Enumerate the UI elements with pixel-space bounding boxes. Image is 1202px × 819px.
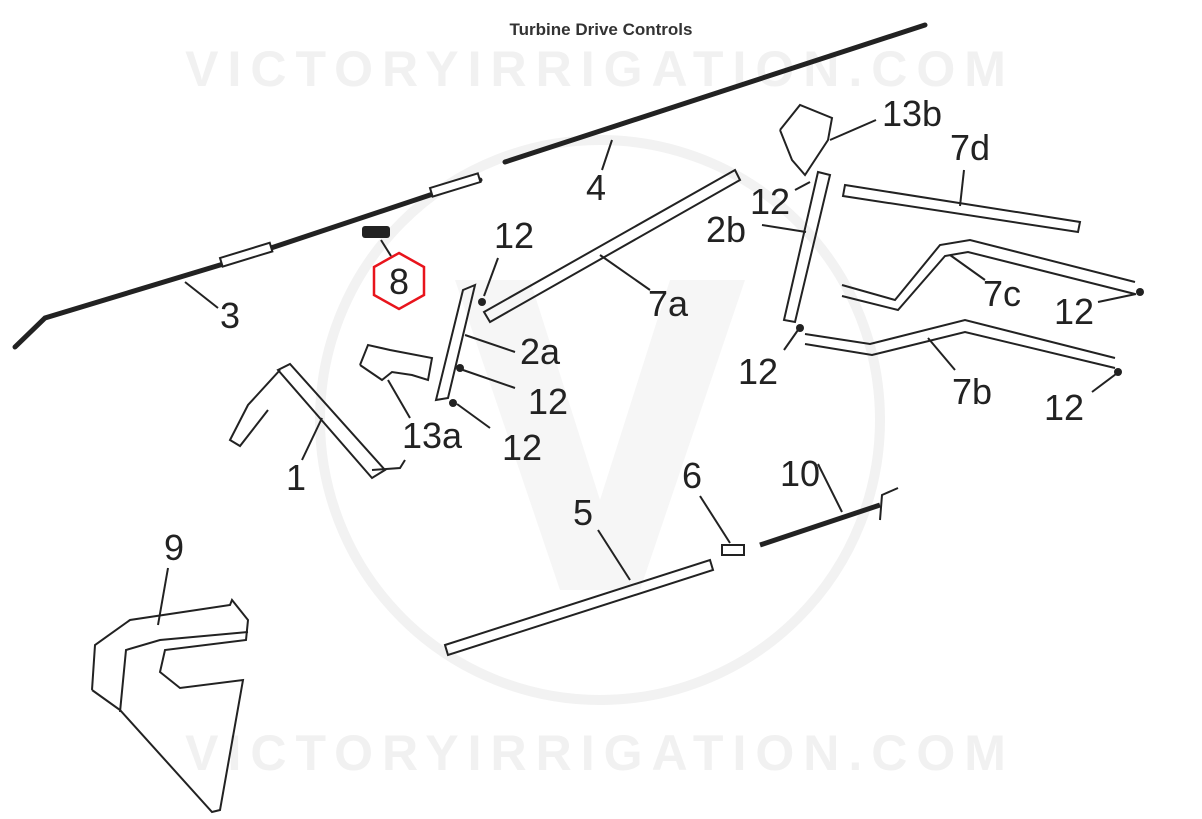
label-3[interactable]: 3	[220, 295, 240, 336]
part-13a-bracket[interactable]	[359, 343, 434, 382]
highlight-hexagon	[372, 251, 426, 311]
part-7c-rod[interactable]	[841, 238, 1144, 312]
watermark-top: VICTORYIRRIGATION.COM	[185, 41, 1015, 97]
label-8[interactable]: 8	[389, 261, 409, 302]
part-13b-bracket[interactable]	[779, 103, 834, 177]
label-13a[interactable]: 13a	[402, 415, 463, 456]
label-13b[interactable]: 13b	[882, 93, 942, 134]
part-7b-rod[interactable]	[796, 318, 1122, 376]
label-6[interactable]: 6	[682, 455, 702, 496]
label-7b[interactable]: 7b	[952, 371, 992, 412]
watermark-bottom: VICTORYIRRIGATION.COM	[185, 725, 1015, 781]
label-12[interactable]: 12	[1054, 291, 1094, 332]
label-1[interactable]: 1	[286, 457, 306, 498]
label-10[interactable]: 10	[780, 453, 820, 494]
part-7a-rod[interactable]	[482, 168, 742, 324]
label-12[interactable]: 12	[502, 427, 542, 468]
watermark-logo-letter	[455, 280, 745, 590]
label-7a[interactable]: 7a	[648, 283, 689, 324]
diagram-title: Turbine Drive Controls	[509, 20, 693, 39]
label-12[interactable]: 12	[494, 215, 534, 256]
label-12[interactable]: 12	[738, 351, 778, 392]
label-4[interactable]: 4	[586, 167, 606, 208]
label-12[interactable]: 12	[750, 181, 790, 222]
part-10-rod[interactable]	[759, 487, 899, 548]
part-3-bar[interactable]	[12, 172, 483, 350]
part-labels: 3 4 8 12 7a 2a 12 12 13a 1 13b 7d 12 2b …	[164, 93, 1094, 568]
part-6-pin[interactable]	[721, 544, 745, 556]
part-4-bar[interactable]	[502, 22, 928, 165]
part-5-rod[interactable]	[443, 558, 715, 657]
label-7c[interactable]: 7c	[983, 273, 1021, 314]
part-9-shield[interactable]	[91, 598, 250, 814]
part-1-arm[interactable]	[228, 362, 406, 480]
label-12[interactable]: 12	[1044, 387, 1084, 428]
part-2a-bracket[interactable]	[434, 283, 486, 407]
part-8-clip[interactable]	[362, 226, 392, 257]
label-2a[interactable]: 2a	[520, 331, 561, 372]
label-9[interactable]: 9	[164, 527, 184, 568]
part-2b-bracket[interactable]	[782, 170, 832, 324]
label-12[interactable]: 12	[528, 381, 568, 422]
label-2b[interactable]: 2b	[706, 209, 746, 250]
watermark: VICTORYIRRIGATION.COM VICTORYIRRIGATION.…	[185, 41, 1015, 781]
label-5[interactable]: 5	[573, 492, 593, 533]
leader-lines	[157, 119, 1137, 626]
label-7d[interactable]: 7d	[950, 127, 990, 168]
part-7d-rod[interactable]	[841, 183, 1082, 234]
